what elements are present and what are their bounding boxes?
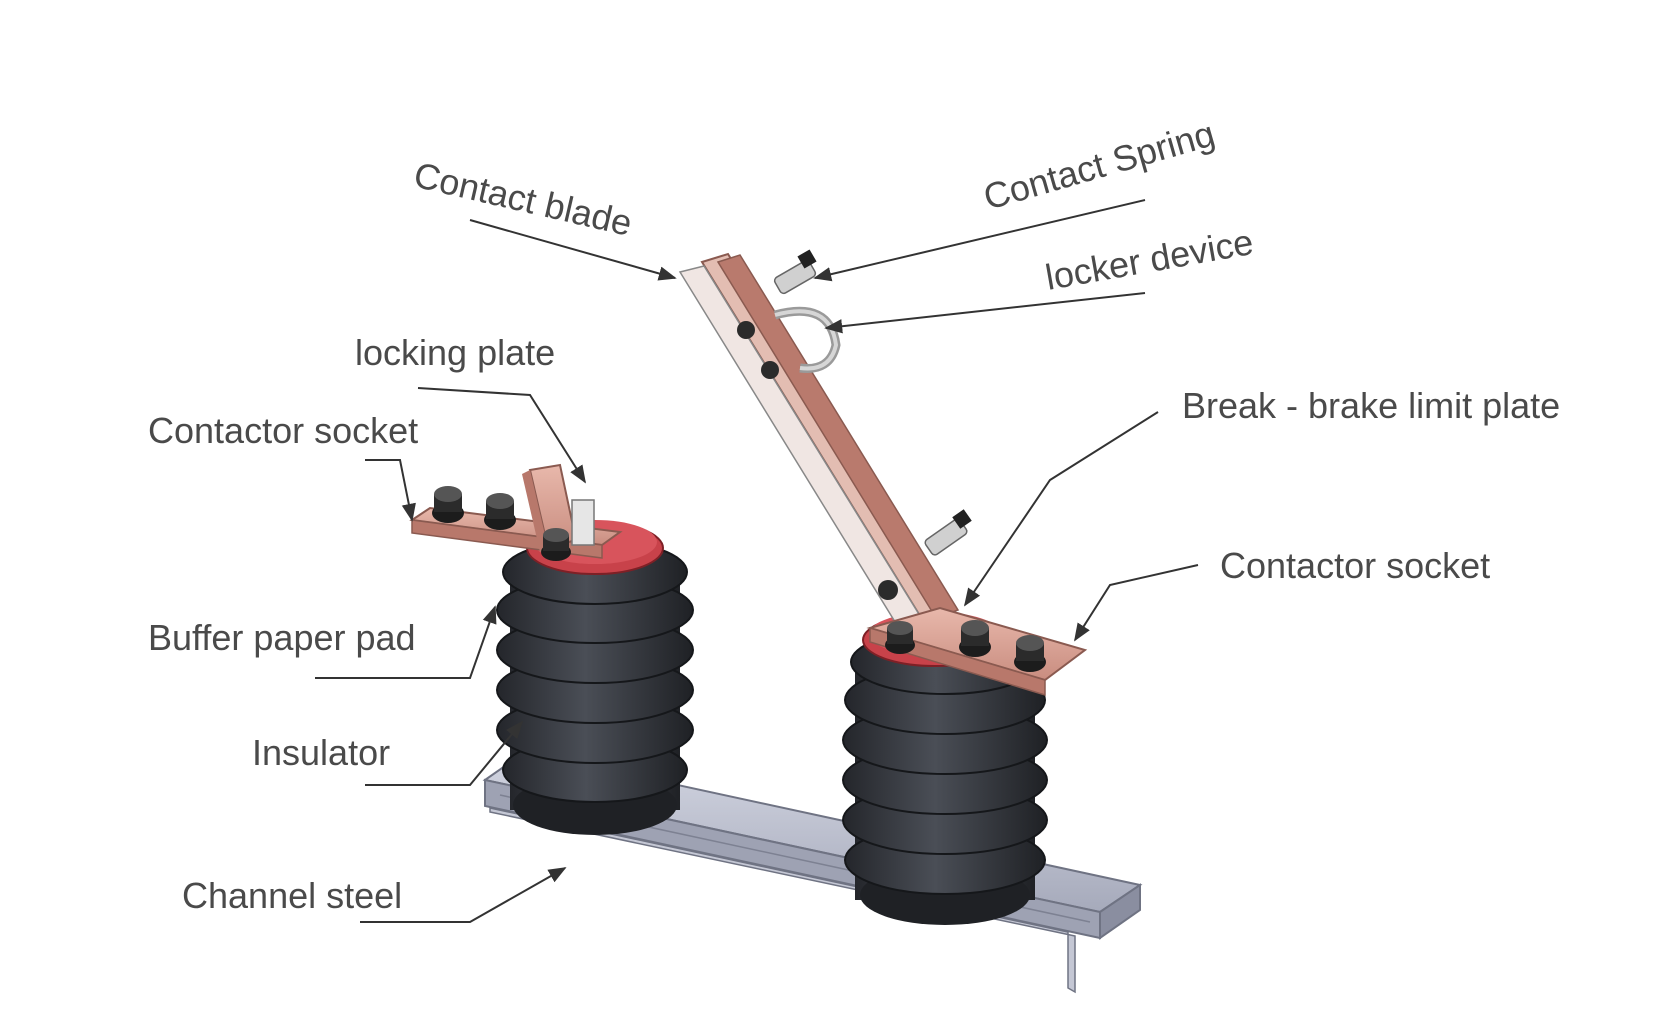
leader-break-brake	[963, 411, 1159, 607]
bolt-icon	[1014, 635, 1046, 672]
label-contact-blade: Contact blade	[410, 154, 636, 244]
contact-spring-bottom	[924, 509, 972, 556]
label-channel-steel: Channel steel	[182, 875, 402, 916]
leader-insulator	[365, 720, 524, 786]
label-insulator: Insulator	[252, 732, 390, 773]
contact-spring-top	[773, 249, 817, 295]
contactor-socket-right	[866, 606, 1088, 697]
leader-contact-spring	[813, 199, 1146, 282]
leader-locker-device	[824, 292, 1146, 334]
leader-channel-steel	[360, 867, 567, 923]
leader-buffer-paper-pad	[315, 605, 497, 679]
bolt-icon	[484, 493, 516, 530]
leader-contactor-socket-left	[365, 459, 416, 522]
bolt-icon	[959, 620, 991, 657]
locking-plate	[522, 463, 595, 561]
leader-contact-blade	[469, 219, 677, 281]
label-contact-spring: Contact Spring	[979, 113, 1219, 218]
label-locker-device: locker device	[1042, 221, 1256, 298]
leader-lines	[315, 199, 1199, 923]
leader-locking-plate	[417, 387, 586, 484]
bolt-icon	[541, 528, 571, 561]
label-locking-plate: locking plate	[355, 332, 555, 373]
locker-device	[773, 306, 841, 374]
label-buffer-paper-pad: Buffer paper pad	[148, 617, 416, 658]
insulator-left	[496, 539, 694, 835]
bolt-icon	[737, 321, 898, 600]
bolt-icon	[432, 486, 464, 523]
leader-contactor-socket-right	[1074, 564, 1199, 642]
contact-blade	[678, 252, 960, 631]
bolt-icon	[885, 621, 915, 654]
label-contactor-socket-right: Contactor socket	[1220, 545, 1490, 586]
label-break-brake-limit-plate: Break - brake limit plate	[1182, 385, 1560, 426]
label-contactor-socket-left: Contactor socket	[148, 410, 418, 451]
insulator-right	[842, 629, 1048, 925]
